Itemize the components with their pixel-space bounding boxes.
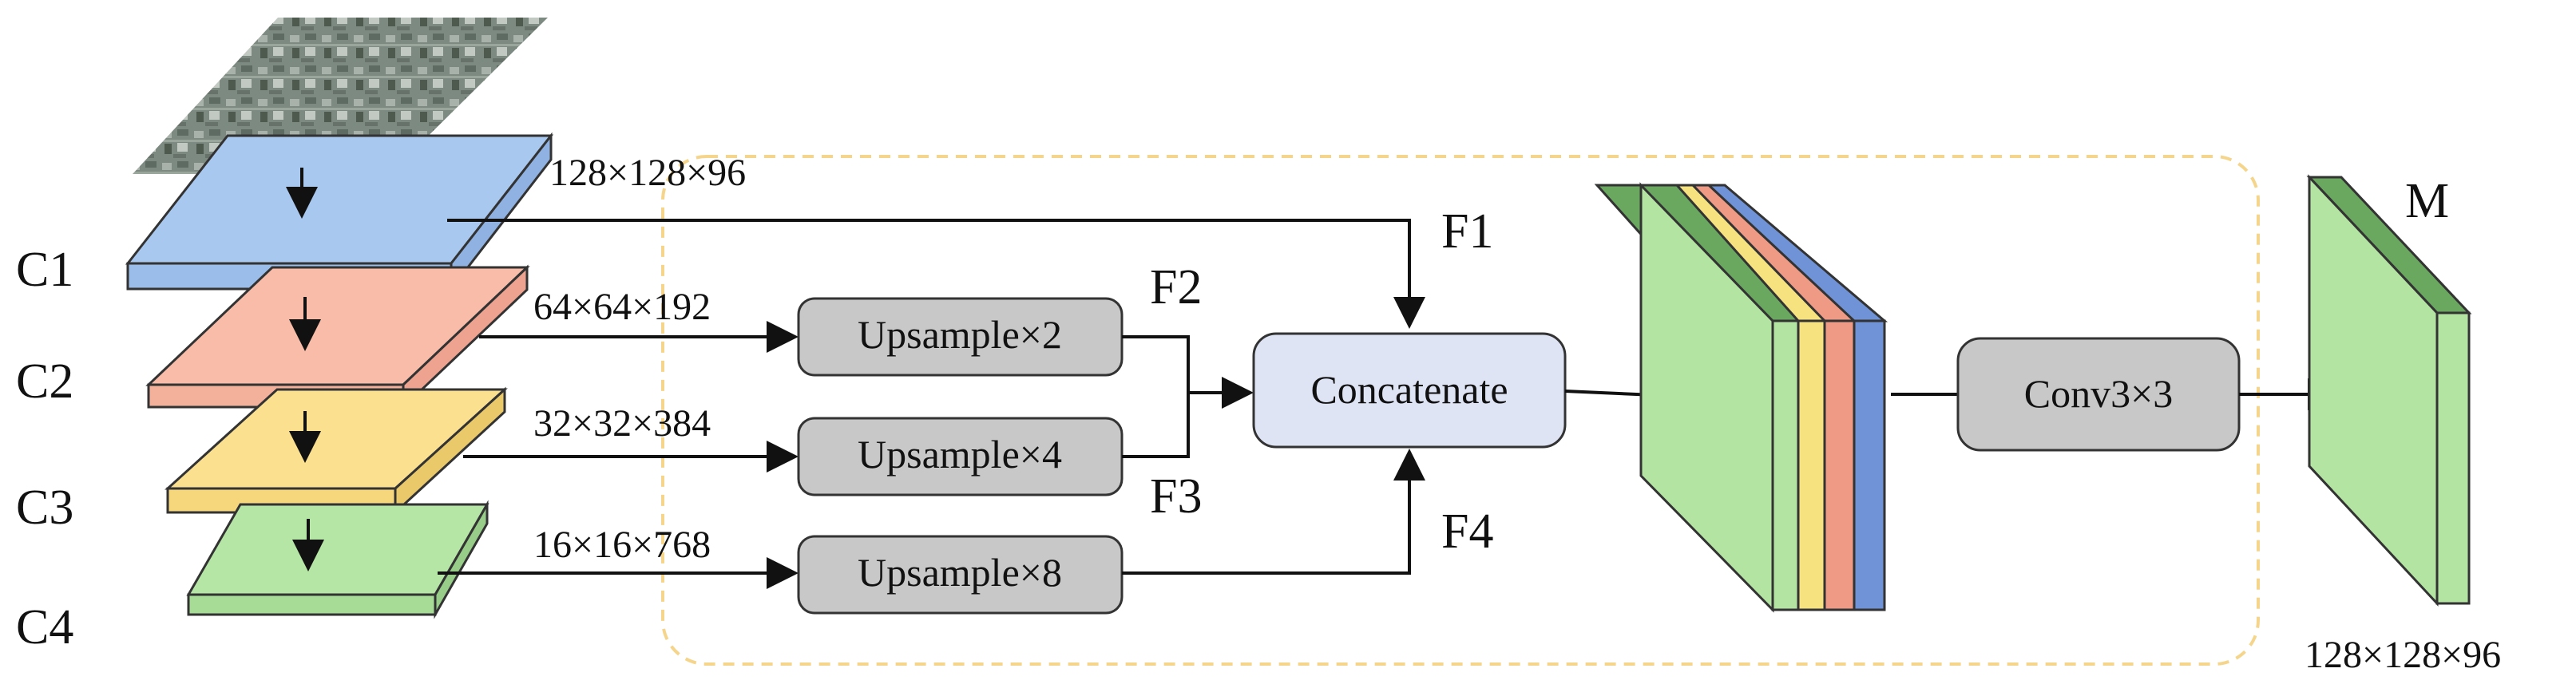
upsample-x4-label: Upsample×4 (858, 432, 1062, 477)
layer-label-c4: C4 (16, 600, 73, 655)
layer-label-c3: C3 (16, 481, 73, 535)
fusion-region (661, 155, 2260, 666)
output-label-m: M (2405, 174, 2449, 228)
dim-label-c2: 64×64×192 (533, 286, 711, 328)
upsample-x2-box: Upsample×2 (797, 297, 1124, 377)
dim-label-c1: 128×128×96 (549, 152, 746, 194)
concatenate-box: Concatenate (1252, 332, 1567, 449)
edge-up8-to-concat (1122, 449, 1425, 575)
conv3x3-label: Conv3×3 (2024, 371, 2174, 416)
feature-label-f3: F3 (1150, 469, 1202, 524)
dim-label-c3: 32×32×384 (533, 402, 711, 445)
feature-label-f1: F1 (1441, 204, 1493, 259)
dim-label-c4: 16×16×768 (533, 524, 711, 566)
layer-c4-slab (186, 500, 489, 619)
feature-label-f4: F4 (1441, 504, 1493, 559)
feature-label-f2: F2 (1150, 260, 1202, 314)
upsample-x8-label: Upsample×8 (858, 550, 1062, 595)
layer-label-c1: C1 (16, 243, 73, 297)
concatenated-feature-stack (1594, 182, 1888, 613)
upsample-x8-box: Upsample×8 (797, 535, 1124, 615)
upsample-x4-box: Upsample×4 (797, 417, 1124, 496)
concatenate-label: Concatenate (1310, 367, 1508, 412)
layer-label-c2: C2 (16, 354, 73, 409)
upsample-x2-label: Upsample×2 (858, 312, 1062, 357)
output-feature-map (2306, 174, 2472, 607)
conv3x3-box: Conv3×3 (1956, 337, 2241, 452)
edge-up2-merge (1122, 335, 1190, 458)
edge-c1-to-concat (447, 219, 1425, 329)
dim-label-output: 128×128×96 (2305, 634, 2501, 676)
